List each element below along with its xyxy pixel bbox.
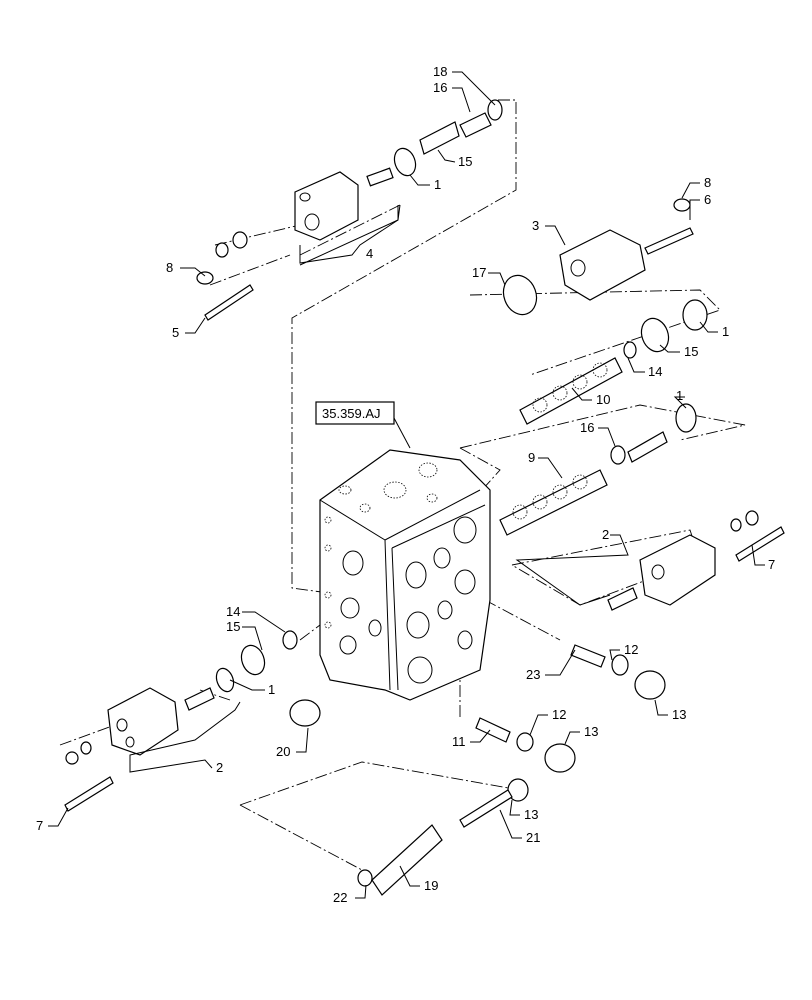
callout-12b: 12: [552, 707, 566, 722]
callout-11: 11: [452, 734, 466, 749]
callout-9: 9: [528, 450, 535, 465]
callout-15c: 15: [226, 619, 240, 634]
callout-17: 17: [472, 265, 486, 280]
callout-20: 20: [276, 744, 290, 759]
callout-13: 13: [672, 707, 686, 722]
callout-1: 1: [434, 177, 441, 192]
reference-box[interactable]: 35.359.AJ: [315, 401, 411, 449]
top-left-cap-assembly: [196, 99, 503, 321]
callout-4: 4: [366, 246, 373, 261]
callout-16: 16: [433, 80, 447, 95]
callout-7: 7: [768, 557, 775, 572]
callout-18: 18: [433, 64, 447, 79]
callout-1b: 1: [722, 324, 729, 339]
callout-13b: 13: [584, 724, 598, 739]
reference-label: 35.359.AJ: [322, 406, 381, 421]
callout-5: 5: [172, 325, 179, 340]
right-top-cap-assembly: [502, 198, 708, 359]
callout-3: 3: [532, 218, 539, 233]
callout-2: 2: [602, 527, 609, 542]
callout-15: 15: [458, 154, 472, 169]
callout-1c: 1: [676, 388, 683, 403]
callout-10: 10: [596, 392, 610, 407]
callout-8b: 8: [704, 175, 711, 190]
callout-23: 23: [526, 667, 540, 682]
callout-19: 19: [424, 878, 438, 893]
valve-block: [319, 449, 491, 701]
callout-15b: 15: [684, 344, 698, 359]
callout-14b: 14: [226, 604, 240, 619]
callout-1d: 1: [268, 682, 275, 697]
callout-13c: 13: [524, 807, 538, 822]
callout-7b: 7: [36, 818, 43, 833]
leader-lines: [48, 71, 765, 899]
callouts: 18 16 15 1 4 8 5 8 6 3 17 1 15 14 10 1 1…: [36, 64, 775, 905]
callout-16b: 16: [580, 420, 594, 435]
callout-12: 12: [624, 642, 638, 657]
callout-22: 22: [333, 890, 347, 905]
callout-21: 21: [526, 830, 540, 845]
spool-10: [519, 357, 623, 425]
callout-2b: 2: [216, 760, 223, 775]
callout-8: 8: [166, 260, 173, 275]
bottom-right-fittings: [357, 644, 666, 896]
block-ports: [324, 462, 477, 684]
right-lower-cap-assembly: [607, 510, 785, 611]
spool-9: [499, 403, 697, 536]
bottom-left-cap-assembly: [64, 630, 321, 812]
callout-14: 14: [648, 364, 662, 379]
callout-6: 6: [704, 192, 711, 207]
